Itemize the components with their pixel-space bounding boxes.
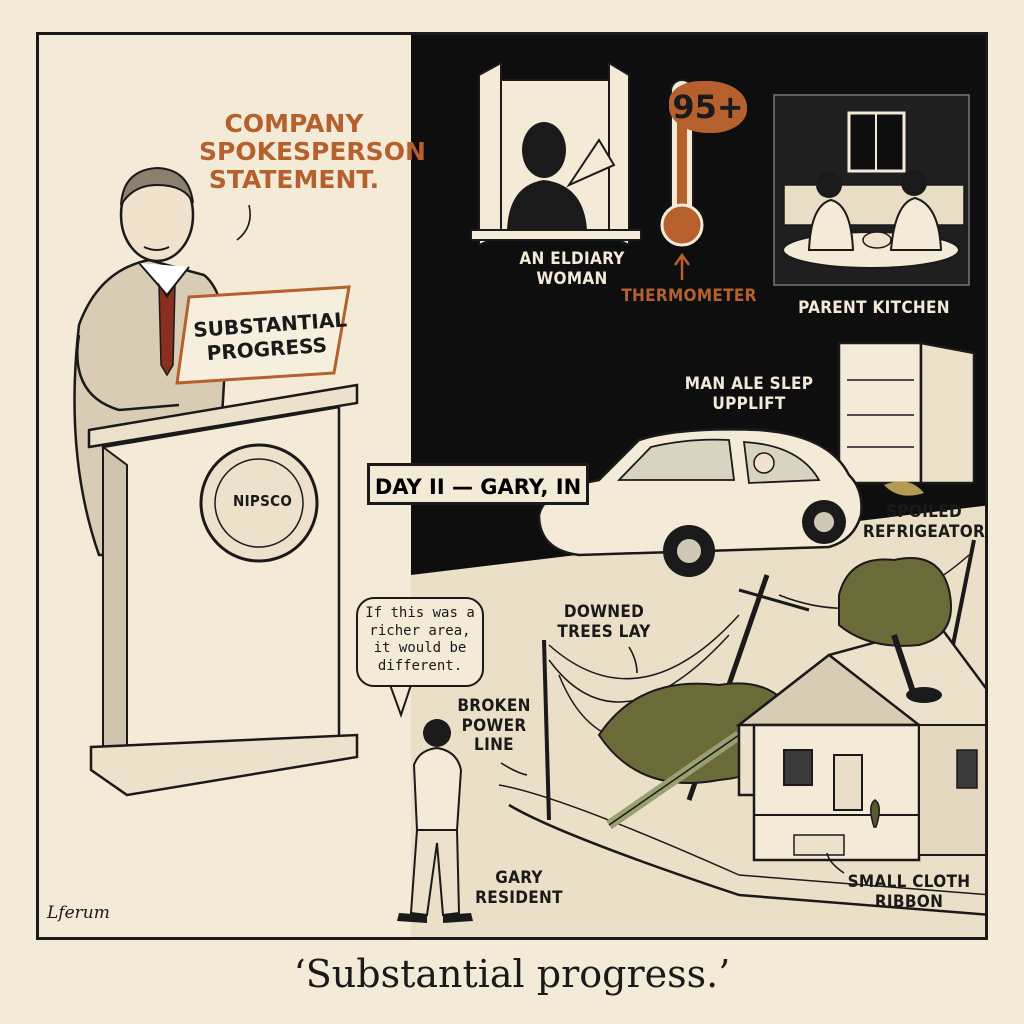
podium xyxy=(87,383,359,797)
gary-resident xyxy=(397,719,473,923)
resident-speech-bubble: If this was a richer area, it would be d… xyxy=(356,597,484,687)
house xyxy=(735,623,985,862)
spokesperson-statement-label: COMPANY SPOKESPERSON STATEMENT. xyxy=(199,109,426,194)
resident-label: GARY RESIDENT xyxy=(475,868,563,908)
downed-trees-label: DOWNED TREES LAY xyxy=(557,602,651,642)
comic-panel: COMPANY SPOKESPERSON STATEMENT. SUBSTANT… xyxy=(36,32,988,940)
temperature-badge: 95+ xyxy=(669,81,747,133)
car xyxy=(537,428,863,577)
artist-signature: Lferum xyxy=(47,903,110,923)
pointer-arrows xyxy=(236,204,845,874)
illustration xyxy=(73,61,985,937)
refrigerator-label: SPOILED REFRIGEATOR xyxy=(862,502,986,542)
cartoon-caption: ‘Substantial progress.’ xyxy=(293,952,731,996)
car-man-label: MAN ALE SLEP UPPLIFT xyxy=(684,374,814,414)
day-location-box: DAY II — GARY, IN xyxy=(367,463,589,505)
sign-paper xyxy=(175,285,351,385)
ribbon-label: SMALL CLOTH RIBBON xyxy=(847,872,971,912)
thermometer-label: THERMOMETER xyxy=(621,286,757,306)
kitchen-label: PARENT KITCHEN xyxy=(798,298,950,318)
kitchen-scene xyxy=(773,94,970,286)
roof-tree xyxy=(838,557,952,703)
woman-window xyxy=(470,61,642,247)
elderly-woman-label: AN ELDIARY WOMAN xyxy=(519,249,625,289)
refrigerator xyxy=(837,341,976,496)
bubble-tail xyxy=(388,681,412,719)
sign-text: SUBSTANTIAL PROGRESS xyxy=(192,307,348,366)
power-line-label: BROKEN POWER LINE xyxy=(457,696,531,756)
nipsco-seal-text: NIPSCO xyxy=(233,492,293,510)
